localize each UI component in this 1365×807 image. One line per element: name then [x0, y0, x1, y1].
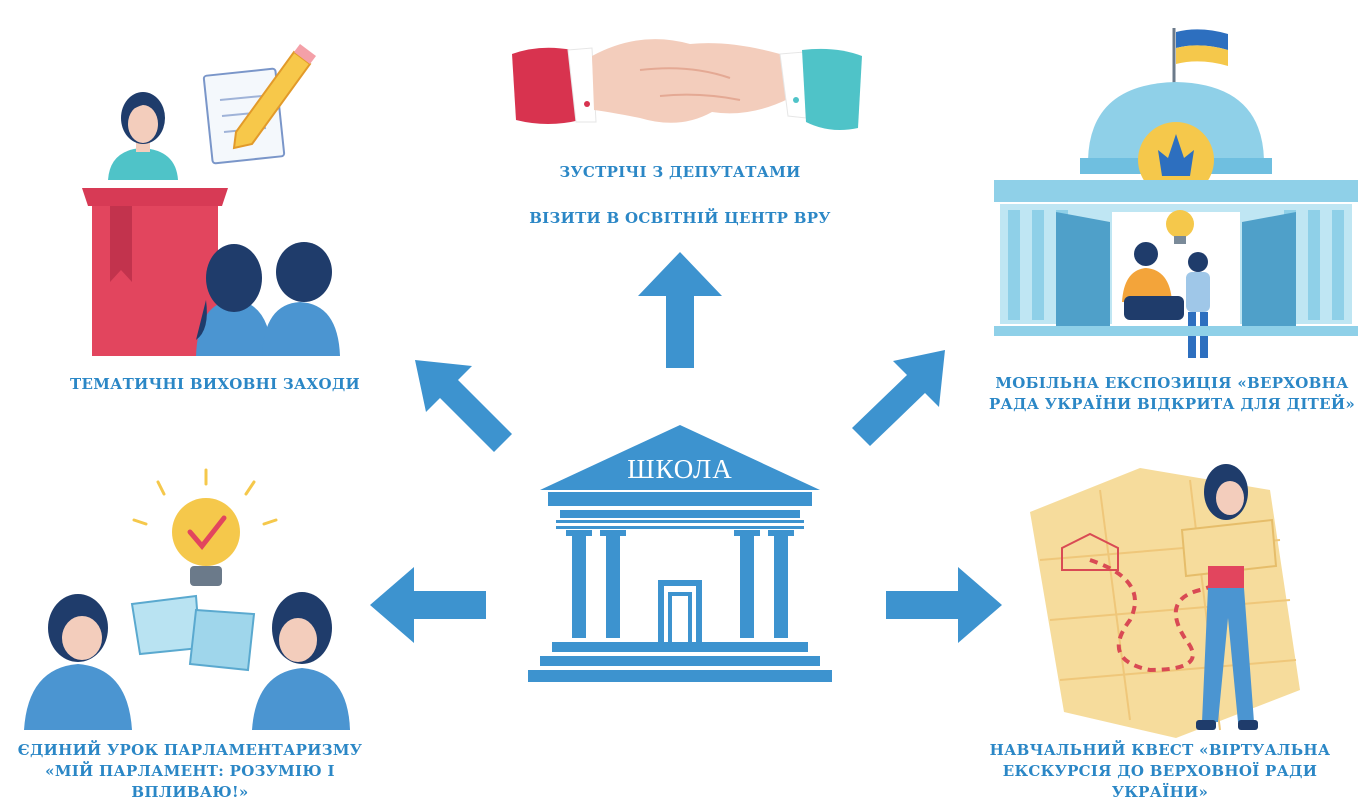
parliament-building-icon [994, 28, 1358, 358]
label-parliament-lesson-line-1: ЄДИНИЙ УРОК ПАРЛАМЕНТАРИЗМУ [17, 741, 363, 759]
label-parliament-lesson-line-3: ВПЛИВАЮ!» [131, 783, 249, 801]
label-deputies-meetings: ЗУСТРІЧІ З ДЕПУТАТАМИ [559, 163, 801, 181]
label-education-center-visits: ВІЗИТИ В ОСВІТНІЙ ЦЕНТР ВРУ [529, 209, 831, 227]
label-mobile-exposition-line-1: МОБІЛЬНА ЕКСПОЗИЦІЯ «ВЕРХОВНА [995, 374, 1349, 392]
label-learning-quest-line-1: НАВЧАЛЬНИЙ КВЕСТ «ВІРТУАЛЬНА [989, 741, 1331, 759]
handshake-icon [512, 39, 862, 130]
label-learning-quest: НАВЧАЛЬНИЙ КВЕСТ «ВІРТУАЛЬНА ЕКСКУРСІЯ Д… [980, 740, 1340, 803]
arrow-right [886, 567, 1002, 643]
arrow-left [370, 567, 486, 643]
label-parliament-lesson: ЄДИНИЙ УРОК ПАРЛАМЕНТАРИЗМУ «МІЙ ПАРЛАМЕ… [10, 740, 370, 803]
school-building-icon [528, 425, 832, 682]
arrow-up [638, 252, 722, 368]
label-mobile-exposition-line-2: РАДА УКРАЇНИ ВІДКРИТА ДЛЯ ДІТЕЙ» [988, 395, 1356, 413]
map-quest-icon [1030, 464, 1300, 738]
podium-speaker-icon [82, 44, 340, 356]
label-mobile-exposition: МОБІЛЬНА ЕКСПОЗИЦІЯ «ВЕРХОВНА РАДА УКРАЇ… [982, 373, 1362, 415]
label-learning-quest-line-2: ЕКСКУРСІЯ ДО ВЕРХОВНОЇ РАДИ [1002, 762, 1318, 780]
label-thematic-events: ТЕМАТИЧНІ ВИХОВНІ ЗАХОДИ [70, 375, 360, 393]
lightbulb-dialogue-icon [24, 468, 350, 730]
label-parliament-lesson-line-2: «МІЙ ПАРЛАМЕНТ: РОЗУМІЮ І [45, 762, 335, 780]
arrow-up-right [852, 350, 945, 446]
arrow-up-left [415, 360, 512, 452]
label-learning-quest-line-3: УКРАЇНИ» [1111, 783, 1209, 801]
school-label: ШКОЛА [627, 454, 733, 484]
